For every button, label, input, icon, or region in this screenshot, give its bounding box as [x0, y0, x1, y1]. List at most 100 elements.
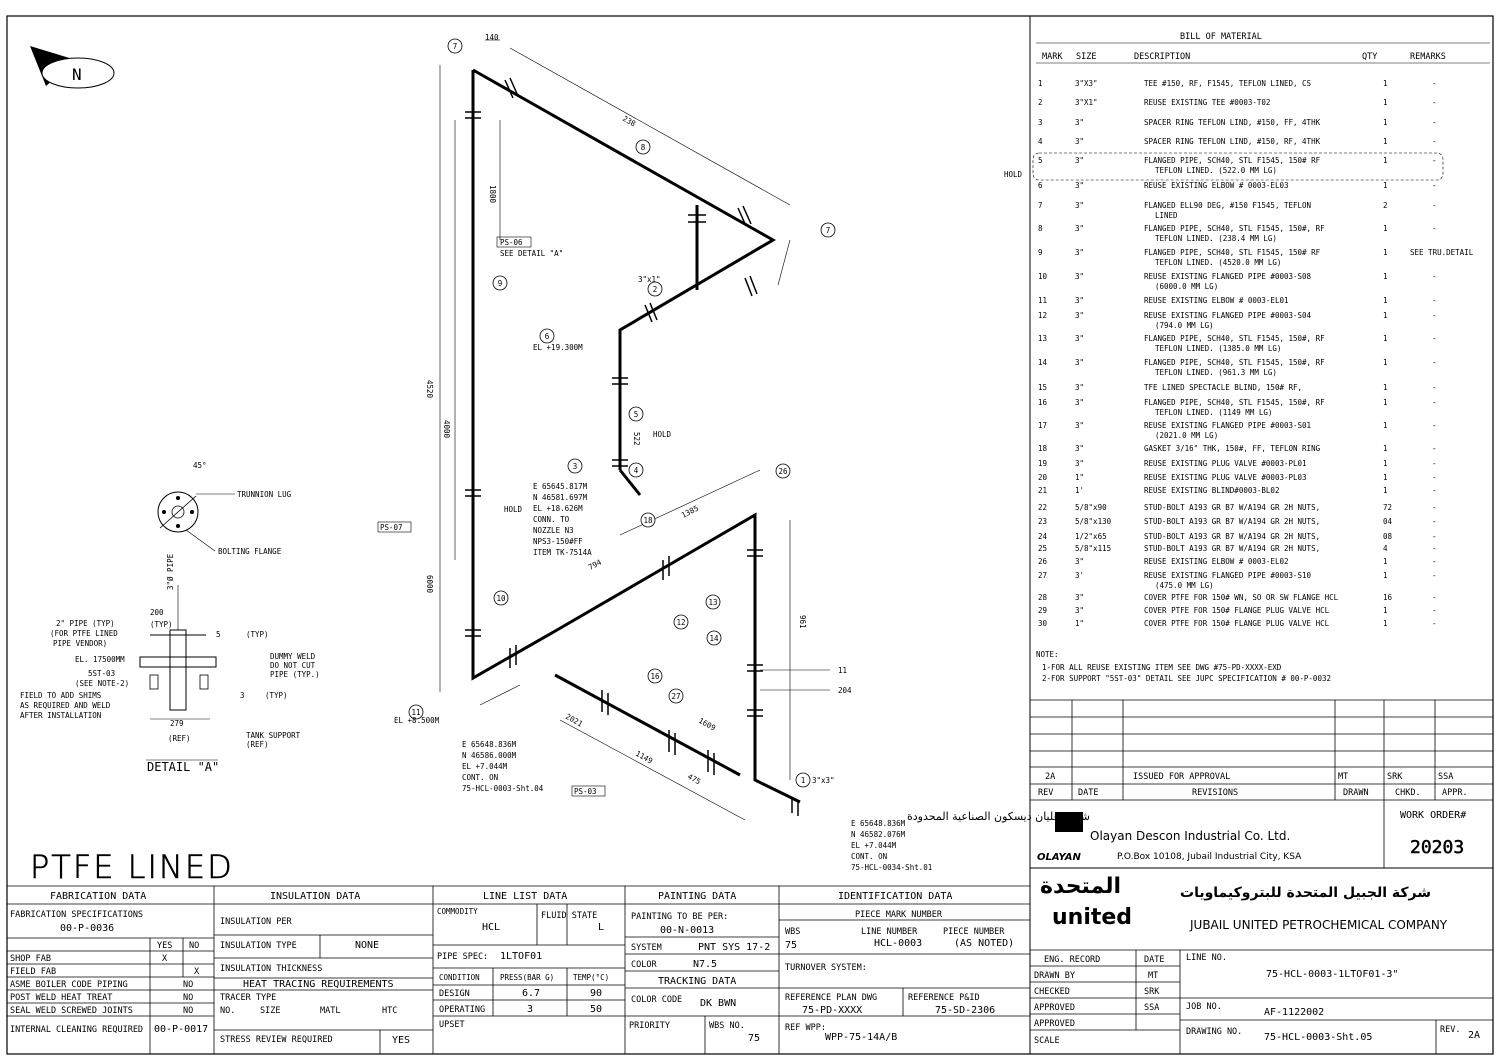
client-logo-latin: united [1052, 905, 1132, 930]
svg-text:NO: NO [183, 1006, 193, 1016]
svg-text:3": 3" [1075, 296, 1084, 305]
nozzle-connection-note: E 65645.817M N 46581.697M EL +18.626M CO… [533, 482, 592, 557]
svg-text:-: - [1432, 503, 1437, 512]
svg-text:DATE: DATE [1078, 788, 1098, 798]
svg-text:DESIGN: DESIGN [439, 989, 470, 999]
revision-value: 2A [1468, 1030, 1480, 1041]
svg-text:DRAWN BY: DRAWN BY [1034, 971, 1075, 981]
bom-header-desc: DESCRIPTION [1134, 52, 1190, 62]
dim-4000: 4000 [442, 420, 451, 439]
svg-text:X: X [162, 954, 168, 964]
svg-text:STUD-BOLT A193 GR B7 W/A194 GR: STUD-BOLT A193 GR B7 W/A194 GR 2H NUTS, [1144, 517, 1320, 526]
svg-text:6: 6 [1038, 181, 1043, 190]
svg-text:-: - [1432, 118, 1437, 127]
svg-text:3': 3' [1075, 571, 1084, 580]
svg-text:18: 18 [643, 516, 653, 525]
insulation-data: INSULATION DATA INSULATION PER INSULATIO… [220, 891, 410, 1046]
svg-text:NO: NO [183, 993, 193, 1003]
svg-text:REV.: REV. [1440, 1025, 1460, 1035]
svg-text:29: 29 [1038, 606, 1047, 615]
svg-text:21: 21 [1038, 486, 1047, 495]
svg-text:-: - [1432, 296, 1437, 305]
svg-text:MATL: MATL [320, 1006, 340, 1016]
sheet-border [6, 15, 1494, 1055]
svg-text:REVISIONS: REVISIONS [1192, 788, 1238, 798]
svg-text:3": 3" [1075, 272, 1084, 281]
svg-text:75-PD-XXXX: 75-PD-XXXX [802, 1005, 862, 1016]
svg-text:PNT SYS 17-2: PNT SYS 17-2 [698, 942, 770, 953]
dim-522: 522 [632, 432, 641, 446]
svg-text:PIPE SPEC:: PIPE SPEC: [437, 952, 488, 962]
material-label: PTFE LINED [30, 848, 234, 886]
svg-text:27: 27 [1038, 571, 1047, 580]
svg-text:25: 25 [1038, 544, 1047, 553]
svg-text:26: 26 [778, 467, 788, 476]
svg-text:FABRICATION DATA: FABRICATION DATA [50, 891, 146, 902]
svg-text:MT: MT [1338, 772, 1348, 782]
svg-text:UPSET: UPSET [439, 1020, 465, 1030]
svg-text:1: 1 [1383, 181, 1388, 190]
svg-text:1: 1 [801, 776, 806, 785]
svg-text:-: - [1432, 486, 1437, 495]
svg-text:REUSE EXISTING PLUG VALVE #000: REUSE EXISTING PLUG VALVE #0003-PL01 [1144, 459, 1307, 468]
svg-text:(TYP): (TYP) [265, 691, 288, 700]
svg-text:-: - [1432, 311, 1437, 320]
svg-text:WBS NO.: WBS NO. [709, 1021, 745, 1031]
svg-text:DATE: DATE [1144, 955, 1164, 965]
svg-text:REUSE EXISTING PLUG VALVE #000: REUSE EXISTING PLUG VALVE #0003-PL03 [1144, 473, 1307, 482]
continuation-note-sht04: E 65648.836M N 46586.000M EL +7.044M CON… [462, 740, 544, 793]
svg-text:ENG. RECORD: ENG. RECORD [1044, 955, 1100, 965]
svg-text:1/2"x65: 1/2"x65 [1075, 532, 1107, 541]
svg-text:SPACER RING TEFLON LIND, #150,: SPACER RING TEFLON LIND, #150, RF, 4THK [1144, 137, 1321, 146]
svg-text:2: 2 [1038, 98, 1043, 107]
north-arrow-icon: N [30, 46, 115, 89]
svg-text:SPACER RING TEFLON LIND, #150,: SPACER RING TEFLON LIND, #150, FF, 4THK [1144, 118, 1321, 127]
svg-text:PRESS(BAR G): PRESS(BAR G) [500, 973, 554, 982]
svg-text:PIECE NUMBER: PIECE NUMBER [943, 927, 1005, 937]
svg-text:LINE NUMBER: LINE NUMBER [861, 927, 918, 937]
svg-text:FLANGED PIPE, SCH40, STL F1545: FLANGED PIPE, SCH40, STL F1545, 150#, RF [1144, 224, 1325, 233]
svg-text:3": 3" [1075, 118, 1084, 127]
svg-text:TEFLON LINED. (1149 MM LG): TEFLON LINED. (1149 MM LG) [1155, 408, 1272, 417]
tee-size-label: 3"x1" [638, 275, 661, 284]
svg-text:YES: YES [392, 1035, 410, 1046]
svg-text:23: 23 [1038, 517, 1047, 526]
svg-text:4: 4 [634, 466, 639, 475]
dim-6000: 6000 [425, 575, 434, 594]
see-detail-label: SEE DETAIL "A" [500, 249, 563, 258]
elevation-top: EL +19.300M [533, 343, 583, 352]
svg-text:-: - [1432, 517, 1437, 526]
svg-text:JOB NO.: JOB NO. [1186, 1002, 1222, 1012]
svg-text:3": 3" [1075, 557, 1084, 566]
svg-text:FLANGED ELL90 DEG, #150 F1545,: FLANGED ELL90 DEG, #150 F1545, TEFLON [1144, 201, 1311, 210]
svg-text:27: 27 [671, 692, 680, 701]
svg-text:TFE LINED SPECTACLE BLIND, 150: TFE LINED SPECTACLE BLIND, 150# RF, [1144, 383, 1302, 392]
svg-text:INSULATION TYPE: INSULATION TYPE [220, 941, 297, 951]
svg-text:REUSE EXISTING FLANGED PIPE #0: REUSE EXISTING FLANGED PIPE #0003-S04 [1144, 311, 1312, 320]
dim-1609: 1609 [697, 716, 717, 733]
svg-text:TEFLON LINED. (522.0 MM LG): TEFLON LINED. (522.0 MM LG) [1155, 166, 1277, 175]
svg-text:NPS3-150#FF: NPS3-150#FF [533, 537, 583, 546]
svg-text:22: 22 [1038, 503, 1047, 512]
svg-text:5: 5 [216, 630, 221, 639]
svg-text:5: 5 [634, 410, 639, 419]
svg-text:1: 1 [1383, 79, 1388, 88]
svg-text:11: 11 [411, 708, 420, 717]
svg-text:STUD-BOLT A193 GR B7 W/A194 GR: STUD-BOLT A193 GR B7 W/A194 GR 2H NUTS, [1144, 503, 1320, 512]
drawing-number-value: 75-HCL-0003-Sht.05 [1264, 1032, 1372, 1043]
svg-text:TRACER TYPE: TRACER TYPE [220, 993, 276, 1003]
client-arabic-name: شركة الجبيل المتحدة للبتروكيماويات [1180, 885, 1431, 901]
svg-text:FLANGED PIPE, SCH40, STL F1545: FLANGED PIPE, SCH40, STL F1545, 150#, RF [1144, 334, 1325, 343]
svg-text:(REF): (REF) [168, 734, 191, 743]
svg-text:FLANGED PIPE, SCH40, STL F1545: FLANGED PIPE, SCH40, STL F1545, 150#, RF [1144, 398, 1325, 407]
svg-text:1": 1" [1075, 473, 1084, 482]
svg-text:1: 1 [1383, 473, 1388, 482]
svg-text:-: - [1432, 181, 1437, 190]
svg-text:00-P-0036: 00-P-0036 [60, 923, 114, 934]
bom-title: BILL OF MATERIAL [1180, 32, 1262, 42]
